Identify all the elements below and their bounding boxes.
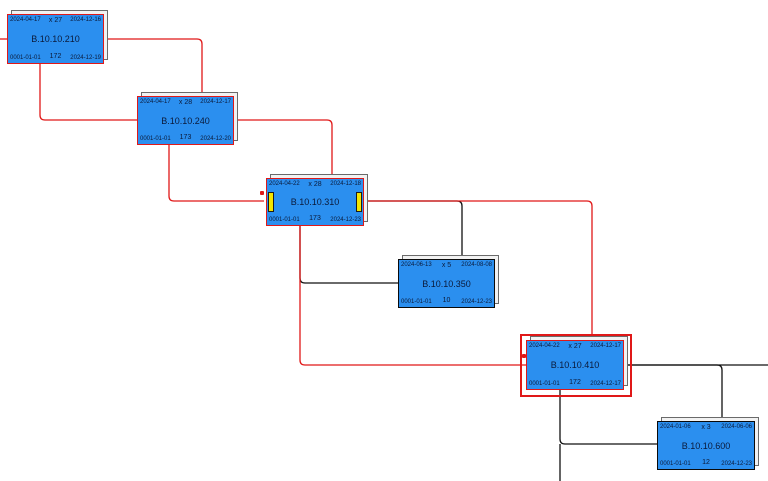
node-face: 2024-04-17 x 28 2024-12-17 B.10.10.240 0… [137,96,234,145]
link-210-to-240-side [39,64,137,121]
node-finish-date: 2024-12-17 [200,99,231,105]
node-count: x 28 [178,99,193,106]
node-finish-date: 2024-06-06 [721,424,752,430]
node-face: 2024-04-22 x 27 2024-12-17 B.10.10.410 0… [526,340,624,390]
link-310-to-410-top [364,200,593,340]
node-start-date: 2024-04-17 [10,17,41,23]
node-duration: 12 [702,459,710,466]
node-duration: 173 [309,215,321,222]
link-240-to-310-top [234,119,333,178]
node-count: x 27 [568,343,582,350]
node-end-date: 2024-12-19 [70,55,101,61]
link-310-to-410-side [299,226,526,366]
node-count: x 3 [701,424,711,431]
node-finish-date: 2024-12-17 [590,343,621,349]
link-310-to-350-side [299,226,398,284]
node-id: B.10.10.310 [290,197,340,207]
node-duration: 172 [569,379,581,386]
node-finish-date: 2024-08-08 [461,262,492,268]
node-count: x 27 [48,17,63,24]
node-base-date: 0001-01-01 [10,55,41,61]
node-start-date: 2024-04-22 [269,181,300,187]
node-count: x 5 [441,262,452,269]
node-start-date: 2024-06-13 [401,262,432,268]
node-end-date: 2024-12-23 [461,299,492,305]
node-base-date: 0001-01-01 [401,299,432,305]
node-duration: 173 [179,134,192,141]
node-base-date: 0001-01-01 [529,381,560,387]
critical-flag-icon [260,191,264,195]
right-progress-marker [356,192,362,212]
node-start-date: 2024-01-06 [660,424,691,430]
node-id: B.10.10.350 [422,278,471,289]
node-base-date: 0001-01-01 [140,136,171,142]
node-start-date: 2024-04-17 [140,99,171,105]
node-count: x 28 [308,181,322,188]
link-310-to-350-top [364,200,463,259]
critical-flag-icon [522,354,526,358]
node-end-date: 2024-12-20 [200,136,231,142]
node-end-date: 2024-12-23 [330,217,361,223]
node-face: 2024-04-17 x 27 2024-12-16 B.10.10.210 0… [7,14,104,64]
node-face: 2024-06-13 x 5 2024-08-08 B.10.10.350 00… [398,259,495,308]
node-duration: 172 [49,53,62,60]
node-face: 2024-04-22 x 28 2024-12-18 B.10.10.310 0… [266,178,364,226]
left-progress-marker [268,192,274,212]
activity-node-210[interactable]: 2024-04-17 x 27 2024-12-16 B.10.10.210 0… [7,10,108,64]
selection-frame [520,334,632,397]
node-end-date: 2024-12-17 [590,381,621,387]
activity-node-410[interactable]: 2024-04-22 x 27 2024-12-17 B.10.10.410 0… [526,336,628,390]
node-finish-date: 2024-12-16 [70,17,101,23]
node-base-date: 0001-01-01 [660,461,691,467]
activity-node-350[interactable]: 2024-06-13 x 5 2024-08-08 B.10.10.350 00… [398,255,499,308]
node-finish-date: 2024-12-18 [330,181,361,187]
node-id: B.10.10.600 [681,440,731,451]
node-duration: 10 [442,297,451,304]
node-base-date: 0001-01-01 [269,217,300,223]
link-410-to-600-side [559,390,657,445]
link-240-to-310-side [168,145,264,202]
node-start-date: 2024-04-22 [529,343,560,349]
activity-node-310[interactable]: 2024-04-22 x 28 2024-12-18 B.10.10.310 0… [266,174,368,226]
activity-node-240[interactable]: 2024-04-17 x 28 2024-12-17 B.10.10.240 0… [137,92,238,145]
node-face: 2024-01-06 x 3 2024-06-06 B.10.10.600 00… [657,421,755,470]
node-id: B.10.10.240 [161,115,210,126]
link-210-to-240-top [104,38,203,96]
link-410-to-600-top [624,364,723,421]
node-id: B.10.10.410 [550,360,600,370]
node-end-date: 2024-12-23 [721,461,752,467]
activity-node-600[interactable]: 2024-01-06 x 3 2024-06-06 B.10.10.600 00… [657,417,759,470]
node-id: B.10.10.210 [31,34,80,44]
